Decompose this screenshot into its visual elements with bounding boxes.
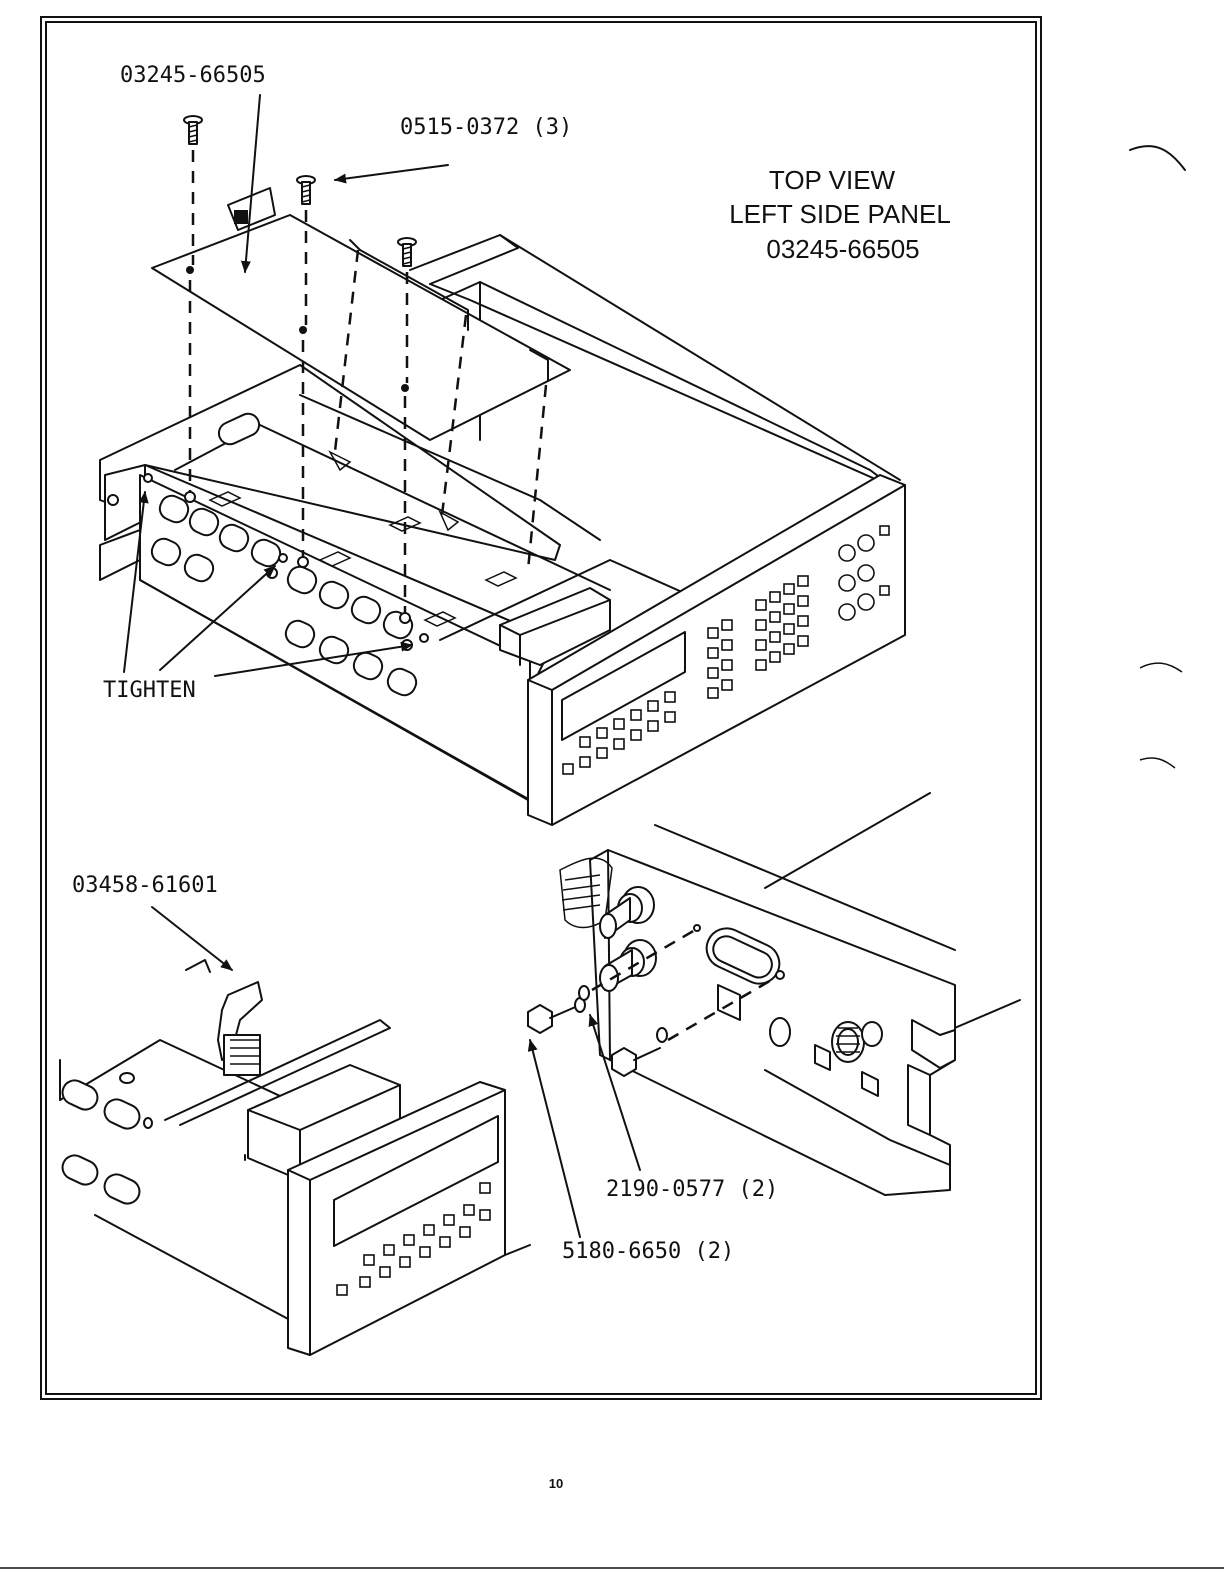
view-title-line3: 03245-66505: [766, 234, 919, 264]
pc-board-03245-66505: [152, 188, 570, 440]
screw-2: [297, 176, 315, 204]
tighten-label: TIGHTEN: [103, 678, 196, 703]
cable-callout-arrow: [152, 907, 232, 970]
rear-panel-detail: [528, 793, 1020, 1195]
chassis-detail-cable: [59, 960, 530, 1355]
binding-hole-mark: [1140, 663, 1182, 672]
binding-hole-mark: [1130, 146, 1185, 170]
nut-part-label: 5180-6650 (2): [562, 1239, 734, 1264]
screw-1: [184, 116, 202, 144]
binding-hole-mark: [1140, 758, 1175, 768]
washer-part-label: 2190-0577 (2): [606, 1177, 778, 1202]
view-title-line1: TOP VIEW: [769, 165, 896, 195]
washer-2: [657, 1028, 667, 1042]
view-title: TOP VIEW LEFT SIDE PANEL 03245-66505: [729, 165, 951, 264]
front-panel: [528, 475, 905, 825]
page-number: 10: [549, 1476, 563, 1491]
nut-callout-arrow: [530, 1040, 580, 1237]
view-title-line2: LEFT SIDE PANEL: [729, 199, 951, 229]
screw-part-label: 0515-0372 (3): [400, 115, 572, 140]
nut-1: [528, 1005, 580, 1033]
screw-3: [398, 238, 416, 266]
board-part-label: 03245-66505: [120, 63, 266, 88]
instrument-chassis-top: [100, 235, 905, 825]
cable-part-label: 03458-61601: [72, 873, 218, 898]
